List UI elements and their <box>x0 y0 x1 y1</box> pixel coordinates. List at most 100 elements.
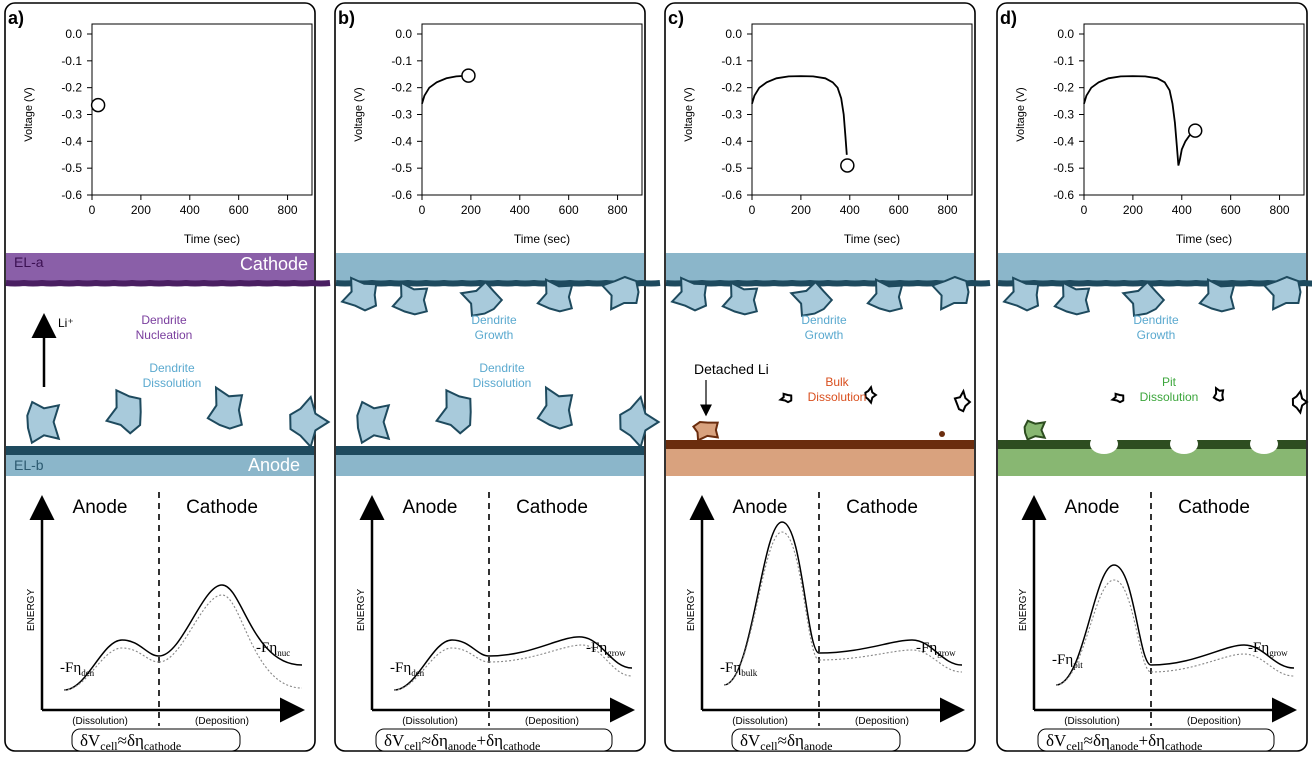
y-tick-label: -0.4 <box>391 134 412 148</box>
overpotential-symbol: -Fη <box>720 660 741 676</box>
energy-curve-anode-shifted <box>63 647 160 691</box>
process-top-line1: Dendrite <box>471 313 517 327</box>
deposition-label: (Deposition) <box>1187 716 1241 727</box>
pit-hole <box>1170 434 1198 454</box>
formula-text: δVcell≈δηanode+δηcathode <box>384 731 540 753</box>
panel-label: a) <box>8 8 24 28</box>
dendrite-top <box>1053 281 1091 316</box>
x-tick-label: 600 <box>1221 203 1241 217</box>
x-tick-label: 800 <box>1270 203 1290 217</box>
anode-interface <box>666 440 974 449</box>
energy-curve-anode <box>393 639 490 691</box>
y-tick-label: -0.1 <box>1053 54 1074 68</box>
energy-curve-cathode <box>488 636 633 669</box>
dendrite-bottom <box>356 400 391 445</box>
x-tick-label: 0 <box>1081 203 1088 217</box>
y-tick-label: -0.6 <box>391 188 412 202</box>
x-tick-label: 0 <box>749 203 756 217</box>
x-tick-label: 800 <box>938 203 958 217</box>
y-tick-label: -0.1 <box>721 54 742 68</box>
anode-interface <box>998 440 1306 449</box>
dendrite-top <box>340 276 378 312</box>
overpotential-subscript: nuc <box>277 648 290 658</box>
overpotential-subscript: grow <box>607 648 626 658</box>
anode-overpotential-label: -Fηden <box>60 660 95 678</box>
formula-box <box>1037 728 1275 752</box>
current-point-marker <box>1187 123 1203 138</box>
process-top-line1: Dendrite <box>1133 313 1179 327</box>
energy-axis-label: ENERGY <box>1018 589 1029 632</box>
x-axis-label: Time (sec) <box>514 232 570 246</box>
dendrite-top <box>1262 275 1302 311</box>
cathode-heading: Cathode <box>186 497 258 518</box>
electrode-top-label: EL-a <box>14 254 44 270</box>
overpotential-subscript: den <box>411 668 424 678</box>
y-tick-label: -0.3 <box>1053 108 1074 122</box>
overpotential-subscript: den <box>81 668 94 678</box>
dendrite-bottom <box>26 400 61 445</box>
bulk-particle-dot <box>939 431 945 437</box>
overpotential-symbol: -Fη <box>256 640 277 656</box>
pit-particle <box>1291 389 1309 415</box>
y-tick-label: -0.4 <box>721 134 742 148</box>
dendrite-top <box>391 281 429 316</box>
process-top-line2: Nucleation <box>136 328 193 342</box>
overpotential-symbol: -Fη <box>586 640 607 656</box>
pit-particle <box>1212 386 1225 402</box>
current-point-marker <box>461 68 476 83</box>
cathode-label: Cathode <box>240 254 308 274</box>
deposition-label: (Deposition) <box>525 716 579 727</box>
formula-text: δVcell≈δηanode+δηcathode <box>1046 731 1202 753</box>
y-tick-label: -0.2 <box>391 81 412 95</box>
deposition-label: (Deposition) <box>855 716 909 727</box>
overpotential-subscript: bulk <box>741 668 758 678</box>
process-bottom-line1: Dendrite <box>479 361 525 375</box>
formula-box <box>375 728 613 752</box>
x-tick-label: 200 <box>1123 203 1143 217</box>
formula-plus: +δη <box>1139 731 1166 750</box>
anode-interface <box>336 446 644 455</box>
x-tick-label: 200 <box>461 203 481 217</box>
current-point-marker <box>90 97 106 113</box>
process-top-line2: Growth <box>475 328 514 342</box>
pit-hole <box>1250 434 1278 454</box>
dendrite-bottom <box>206 385 244 430</box>
x-tick-label: 600 <box>889 203 909 217</box>
formula-text: δVcell≈δηanode <box>740 731 833 753</box>
cathode-heading: Cathode <box>516 497 588 518</box>
energy-curve-cathode-shifted <box>488 644 633 677</box>
bulk-particle <box>778 392 793 404</box>
dissolution-label: (Dissolution) <box>402 716 458 727</box>
overpotential-symbol: -Fη <box>1052 652 1073 668</box>
process-bottom-line2: Dissolution <box>808 390 867 404</box>
cathode-layer <box>6 253 314 283</box>
dissolution-label: (Dissolution) <box>72 716 128 727</box>
energy-curve-anode-shifted <box>723 531 820 686</box>
x-axis-label: Time (sec) <box>844 232 900 246</box>
y-tick-label: -0.6 <box>721 188 742 202</box>
cathode-overpotential-label: -Fηgrow <box>1248 640 1288 658</box>
formula-sub-cell: cell <box>100 739 118 753</box>
dendrite-top <box>600 275 640 311</box>
pit-particle <box>1023 419 1047 441</box>
formula-sub-2: anode <box>1110 739 1139 753</box>
cathode-layer <box>336 253 644 283</box>
energy-curve-cathode <box>158 584 303 666</box>
plot-area <box>751 23 973 196</box>
y-tick-label: -0.5 <box>721 161 742 175</box>
overpotential-symbol: -Fη <box>1248 640 1269 656</box>
dendrite-bottom <box>434 388 472 435</box>
y-tick-label: 0.0 <box>395 27 412 41</box>
voltage-line <box>421 74 469 105</box>
process-bottom-line1: Pit <box>1162 375 1177 389</box>
x-tick-label: 600 <box>559 203 579 217</box>
pit-particle <box>1110 392 1125 404</box>
panel-label: c) <box>668 8 684 28</box>
plot-area <box>91 23 313 196</box>
cathode-overpotential-label: -Fηnuc <box>256 640 290 658</box>
plot-area <box>421 23 643 196</box>
